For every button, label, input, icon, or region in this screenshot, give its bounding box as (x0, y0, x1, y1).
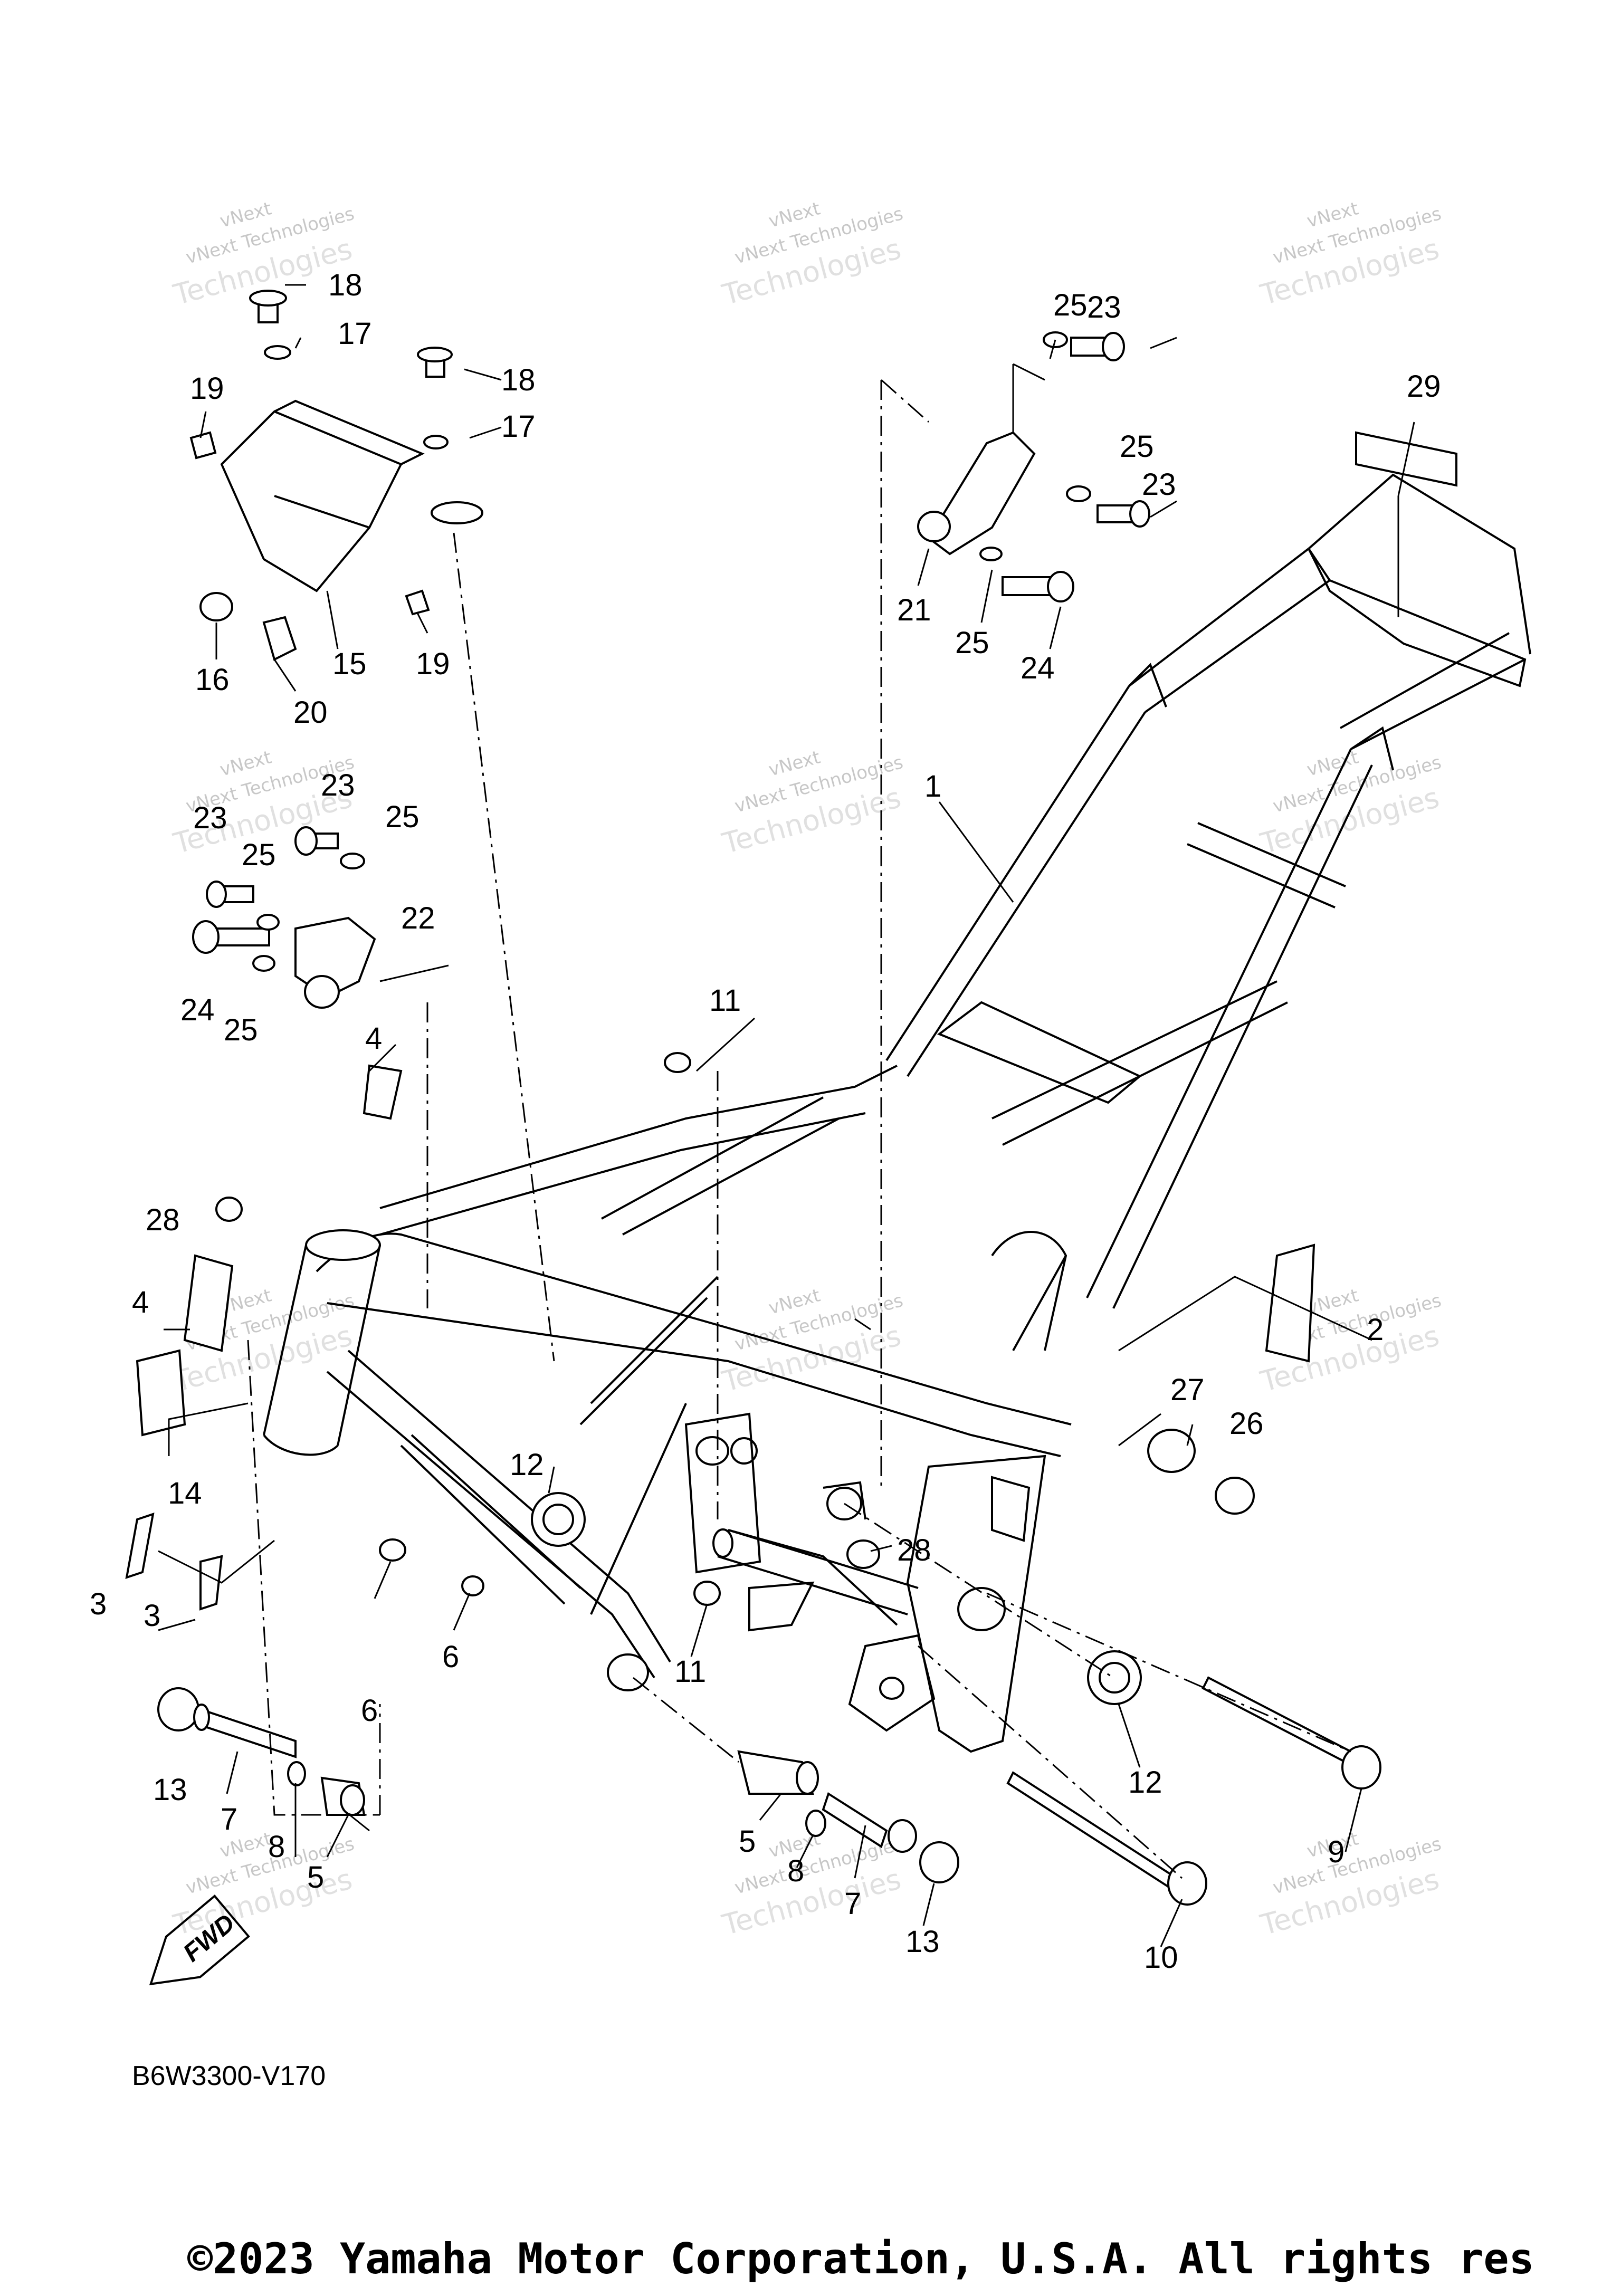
collar-13 (919, 1841, 959, 1883)
callout-label: 13 (905, 1925, 940, 1959)
callout-label: 15 (332, 647, 367, 681)
callout-label: 18 (501, 363, 536, 397)
watermark: vNext vNext Technologies Technologies (1257, 198, 1444, 311)
callout-label: 12 (510, 1448, 544, 1482)
leader-lines (158, 284, 1415, 1947)
watermark: vNext vNext Technologies Technologies (170, 1828, 357, 1941)
callout-label: 24 (1021, 651, 1055, 685)
callout-label: 13 (153, 1773, 187, 1807)
callout-label: 25 (224, 1013, 258, 1047)
callout-label: 8 (268, 1830, 285, 1864)
callout-label: 18 (328, 268, 363, 302)
callout-label: 2 (1367, 1313, 1384, 1347)
callout-label: 27 (1170, 1373, 1205, 1407)
callout-labels: 1 2 3 3 4 4 5 5 6 6 7 7 8 8 9 10 11 11 1… (90, 268, 1441, 1975)
callout-label: 4 (365, 1021, 382, 1056)
callout-label: 16 (195, 663, 230, 697)
callout-label: 25 (385, 800, 419, 834)
callout-label: 19 (190, 371, 224, 406)
watermark: vNext vNext Technologies Technologies (1257, 1828, 1444, 1941)
callout-label: 14 (168, 1476, 202, 1510)
callout-label: 3 (144, 1599, 160, 1633)
battery-box (220, 410, 403, 592)
callout-label: 20 (293, 695, 328, 730)
callout-label: 11 (674, 1654, 706, 1689)
callout-label: 25 (1120, 429, 1154, 464)
watermark: vNext vNext Technologies Technologies (1257, 747, 1444, 860)
watermark: vNext vNext Technologies Technologies (719, 1285, 905, 1398)
callout-label: 29 (1407, 369, 1441, 404)
callout-label: 23 (1142, 467, 1176, 502)
callout-label: 5 (739, 1824, 756, 1859)
watermark: vNext vNext Technologies Technologies (719, 198, 905, 311)
diagram-code: B6W3300-V170 (132, 2061, 326, 2091)
callout-label: 24 (180, 993, 215, 1027)
callout-label: 6 (442, 1640, 459, 1674)
callout-label: 25 (242, 838, 276, 872)
callout-label: 8 (787, 1854, 804, 1888)
callout-label: 25 (955, 626, 989, 660)
callout-label: 7 (844, 1887, 861, 1921)
callout-label: 12 (1128, 1765, 1162, 1800)
label-14 (136, 1349, 186, 1437)
small-parts (125, 290, 1457, 1906)
collar-13 (157, 1687, 199, 1731)
callout-label: 9 (1328, 1835, 1345, 1869)
callout-label: 28 (897, 1533, 931, 1567)
label-4 (183, 1254, 234, 1352)
callout-label: 25 (1053, 288, 1088, 322)
grommet-icon (199, 592, 233, 621)
callout-label: 23 (193, 801, 227, 835)
label-4-upper (363, 1064, 403, 1120)
copyright-text: ©2023 Yamaha Motor Corporation, U.S.A. A… (187, 2234, 1534, 2283)
callout-label: 4 (132, 1285, 149, 1319)
callout-label: 22 (401, 901, 435, 935)
callout-label: 5 (307, 1860, 324, 1895)
callout-label: 23 (1087, 290, 1121, 324)
callout-label: 19 (416, 647, 450, 681)
callout-label: 17 (501, 409, 536, 444)
watermark: vNext vNext Technologies Technologies (719, 747, 905, 860)
callout-label: 17 (338, 317, 372, 351)
callout-label: 23 (321, 768, 355, 802)
callout-label: 6 (361, 1694, 378, 1728)
callout-label: 21 (897, 593, 931, 627)
callout-label: 26 (1229, 1407, 1264, 1441)
callout-label: 1 (924, 769, 941, 803)
callout-label: 10 (1144, 1940, 1178, 1975)
callout-label: 7 (221, 1802, 237, 1836)
callout-label: 28 (146, 1203, 180, 1237)
main-frame (263, 473, 1531, 1753)
callout-label: 11 (709, 983, 741, 1018)
callout-label: 3 (90, 1587, 107, 1621)
